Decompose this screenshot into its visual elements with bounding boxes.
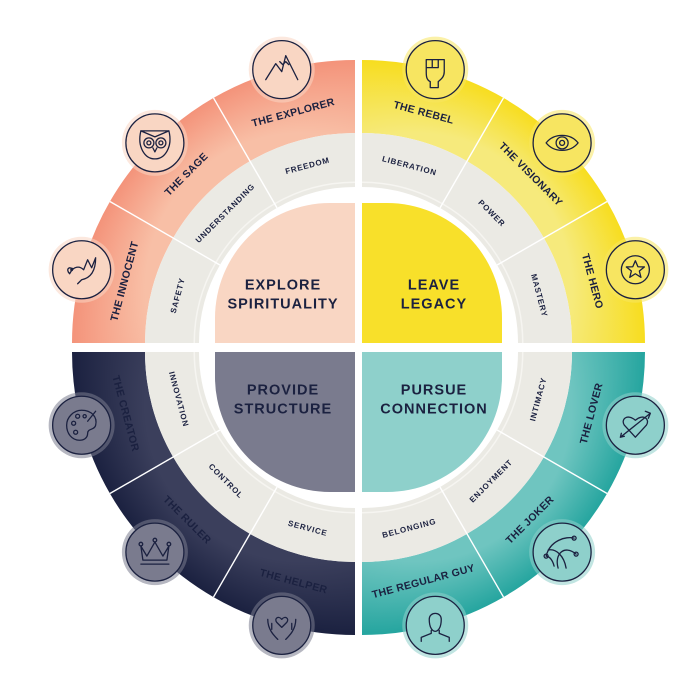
jester-hat-icon [529, 519, 596, 586]
need-band [440, 430, 544, 534]
core-tl[interactable]: EXPLORE SPIRITUALITY [215, 203, 355, 343]
core-label: LEGACY [401, 296, 467, 312]
person-icon [402, 592, 469, 659]
core-label: PURSUE [401, 382, 467, 398]
segment-divider [212, 486, 278, 598]
core-label: PROVIDE [247, 382, 319, 398]
archetype-band [72, 352, 174, 494]
need-band [440, 161, 544, 265]
archetype-band [109, 97, 250, 238]
heart-arrow-icon [602, 392, 669, 459]
heart-hands-icon [248, 592, 315, 659]
archetype-band [213, 533, 355, 635]
segment-divider [496, 429, 608, 495]
archetype-band [109, 457, 250, 598]
archetype-band [213, 60, 355, 162]
need-band [362, 487, 467, 562]
need-band [145, 352, 220, 457]
need-band [497, 238, 572, 343]
need-band [362, 133, 467, 208]
core-shape [215, 203, 355, 343]
owl-icon [121, 109, 188, 176]
segment-divider [496, 200, 608, 266]
archetype-band [467, 97, 608, 238]
segment-divider [109, 200, 221, 266]
archetype-band [362, 533, 504, 635]
archetype-band [72, 201, 174, 343]
core-bl[interactable]: PROVIDE STRUCTURE [215, 352, 355, 492]
need-band [173, 161, 277, 265]
archetype-band [467, 457, 608, 598]
core-label: STRUCTURE [234, 401, 332, 417]
segment-divider [439, 97, 505, 209]
segment-divider [439, 486, 505, 598]
segment-divider [109, 429, 221, 495]
core-shape [362, 352, 502, 492]
star-badge-icon [602, 236, 669, 303]
core-label: SPIRITUALITY [227, 296, 338, 312]
core-label: CONNECTION [380, 401, 487, 417]
need-band [497, 352, 572, 457]
archetype-band [362, 60, 504, 162]
core-label: EXPLORE [245, 277, 321, 293]
archetype-band [543, 201, 645, 343]
eye-icon [529, 109, 596, 176]
crown-icon [121, 519, 188, 586]
core-br[interactable]: PURSUE CONNECTION [362, 352, 502, 492]
core-shape [215, 352, 355, 492]
core-shape [362, 203, 502, 343]
mountain-icon [248, 36, 315, 103]
archetype-band [543, 352, 645, 494]
segment-divider [212, 97, 278, 209]
need-band [145, 238, 220, 343]
dove-icon [48, 236, 115, 303]
palette-icon [48, 392, 115, 459]
core-label: LEAVE [408, 277, 460, 293]
fist-icon [402, 36, 469, 103]
need-band [250, 487, 355, 562]
core-tr[interactable]: LEAVE LEGACY [362, 203, 502, 343]
need-band [250, 133, 355, 208]
need-band [173, 430, 277, 534]
